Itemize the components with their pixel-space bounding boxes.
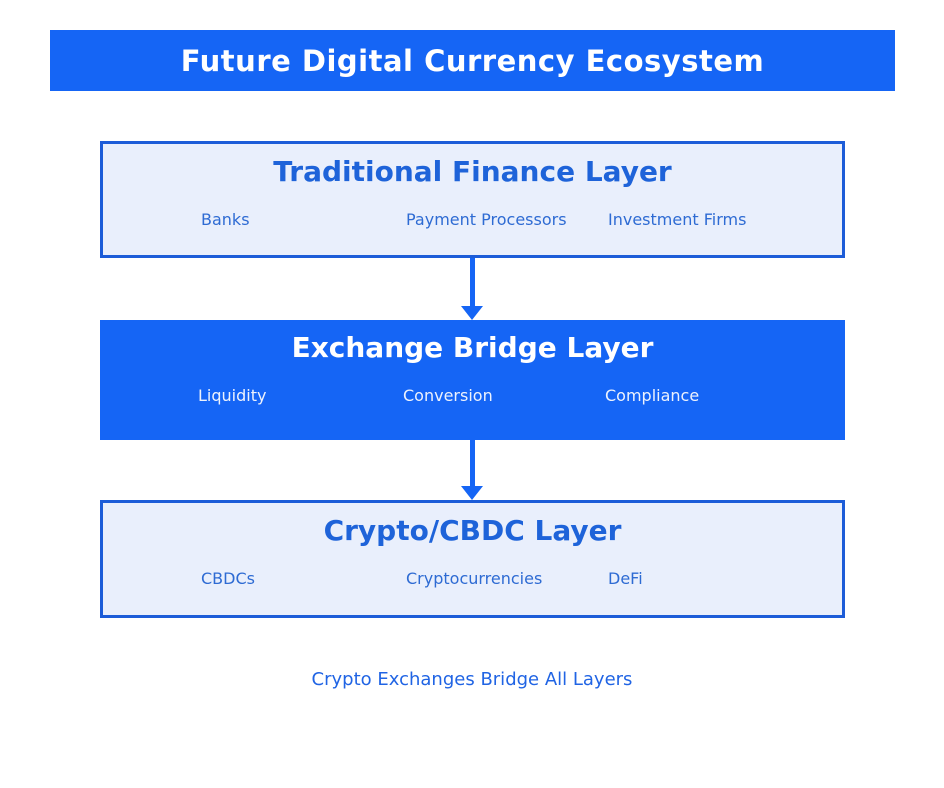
arrow-stem [470, 258, 475, 306]
item-compliance: Compliance [605, 386, 700, 405]
item-conversion: Conversion [403, 386, 493, 405]
layer-box-crypto-cbdc: Crypto/CBDC Layer CBDCs Cryptocurrencies… [100, 500, 845, 618]
layer-items-row: Liquidity Conversion Compliance [100, 384, 845, 408]
diagram-title-bar: Future Digital Currency Ecosystem [50, 30, 895, 91]
layer-items-row: CBDCs Cryptocurrencies DeFi [103, 567, 842, 591]
layer-box-exchange-bridge: Exchange Bridge Layer Liquidity Conversi… [100, 320, 845, 440]
item-cryptocurrencies: Cryptocurrencies [406, 569, 543, 588]
diagram-title: Future Digital Currency Ecosystem [180, 43, 765, 78]
flow-arrow-traditional-to-exchange [461, 258, 483, 320]
layer-items-row: Banks Payment Processors Investment Firm… [103, 208, 842, 232]
item-cbdcs: CBDCs [201, 569, 255, 588]
item-payment-processors: Payment Processors [406, 210, 567, 229]
arrow-stem [470, 440, 475, 486]
layer-box-traditional-finance: Traditional Finance Layer Banks Payment … [100, 141, 845, 258]
layer-title-exchange-bridge: Exchange Bridge Layer [291, 331, 654, 364]
item-defi: DeFi [608, 569, 643, 588]
layer-title-crypto-cbdc: Crypto/CBDC Layer [323, 514, 622, 547]
arrow-down-icon [461, 306, 483, 320]
item-investment-firms: Investment Firms [608, 210, 747, 229]
flow-arrow-exchange-to-crypto [461, 440, 483, 500]
arrow-down-icon [461, 486, 483, 500]
item-banks: Banks [201, 210, 250, 229]
layer-title-traditional-finance: Traditional Finance Layer [273, 155, 672, 188]
item-liquidity: Liquidity [198, 386, 267, 405]
footer-caption: Crypto Exchanges Bridge All Layers [311, 669, 633, 690]
